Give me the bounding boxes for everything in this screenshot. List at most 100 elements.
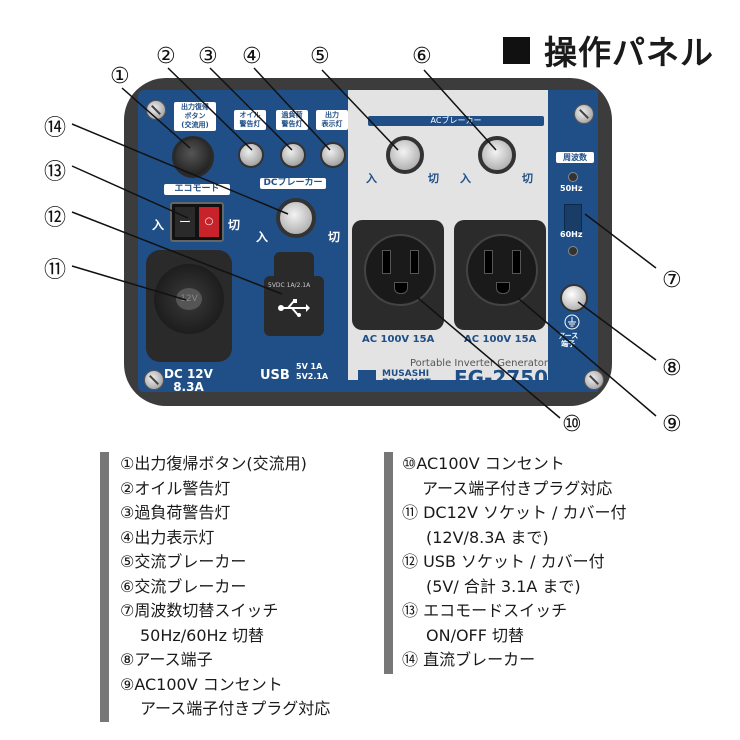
line-13: [71, 165, 189, 219]
reset-button[interactable]: [172, 136, 214, 178]
ac1-on-label: 入: [366, 172, 377, 185]
legend-right: ⑩AC100V コンセント アース端子付きプラグ対応 ⑪ DC12V ソケット …: [402, 452, 627, 673]
legend-item: アース端子付きプラグ対応: [422, 478, 613, 498]
ac-outlet-1[interactable]: [352, 220, 444, 330]
reset-button-label: 出力復帰 ボタン (交流用): [174, 102, 216, 131]
callout-10: ⑩: [562, 412, 582, 437]
legend-item: ⑧アース端子: [120, 650, 213, 669]
usb-cover[interactable]: 5VDC 1A/2.1A: [264, 276, 324, 336]
outlet-slot: [512, 250, 521, 274]
output-lamp-label: 出力 表示灯: [316, 110, 348, 130]
frequency-switch[interactable]: [564, 204, 582, 232]
control-panel: 出力復帰 ボタン (交流用) オイル 警告灯 過負荷 警告灯 出力 表示灯 エコ…: [124, 78, 612, 406]
legend-item: ⑨AC100V コンセント: [120, 674, 283, 694]
ac-breaker-2[interactable]: [478, 136, 516, 174]
line-11: [71, 265, 187, 301]
legend-item: ⑩AC100V コンセント: [402, 454, 565, 473]
dc-socket[interactable]: 12V: [154, 264, 224, 334]
ac-outlet-2[interactable]: [454, 220, 546, 330]
brand-line1: MUSASHI: [382, 369, 430, 379]
outlet2-label: AC 100V 15A: [464, 334, 537, 345]
line-1: [121, 87, 191, 149]
eco-mode-switch[interactable]: ー ○: [170, 202, 224, 242]
ac-breaker-1[interactable]: [386, 136, 424, 174]
dc-breaker-off-label: 切: [328, 230, 341, 244]
title-square-icon: [503, 36, 530, 64]
callout-6: ⑥: [412, 44, 432, 69]
eco-on-label: 入: [152, 218, 165, 232]
legend-item: ⑫ USB ソケット / カバー付: [402, 552, 605, 571]
callout-12: ⑫: [44, 206, 67, 231]
earth-terminal[interactable]: [560, 284, 588, 312]
eco-off-side: ○: [199, 207, 219, 237]
outlet-slot: [484, 250, 493, 274]
hz50-indicator: [568, 172, 578, 182]
callout-3: ③: [198, 44, 218, 69]
legend-item: ④出力表示灯: [120, 527, 215, 547]
output-indicator-lamp: [320, 142, 346, 168]
outlet-ground: [496, 282, 510, 294]
eco-off-label: 切: [228, 218, 241, 232]
callout-13: ⑬: [44, 160, 67, 185]
callout-2: ②: [156, 44, 176, 69]
screw-icon: [584, 370, 604, 390]
legend-item: ⑦周波数切替スイッチ: [120, 601, 279, 620]
line-14: [71, 123, 289, 215]
ac2-off-label: 切: [522, 172, 533, 185]
callout-14: ⑭: [44, 116, 67, 141]
outlet-face: [466, 234, 538, 306]
callout-7: ⑦: [662, 268, 682, 293]
dc-breaker[interactable]: [276, 198, 316, 238]
legend-item: (12V/8.3A まで): [426, 527, 549, 547]
hz50-label: 50Hz: [560, 184, 583, 193]
legend-item: ①出力復帰ボタン(交流用): [120, 454, 307, 473]
earth-label: アース 端子: [558, 332, 579, 348]
hz60-indicator: [568, 246, 578, 256]
ac2-on-label: 入: [460, 172, 471, 185]
legend-item: ③過負荷警告灯: [120, 503, 231, 522]
outlet-slot: [410, 250, 419, 274]
legend-item: ⑭ 直流ブレーカー: [402, 650, 536, 669]
line-2: [167, 67, 253, 151]
eco-mode-label: エコモード: [164, 184, 230, 195]
outlet-face: [364, 234, 436, 306]
line-7: [584, 213, 657, 269]
legend-item: ⑪ DC12V ソケット / カバー付: [402, 503, 627, 522]
line-10: [417, 297, 561, 419]
earth-icon: [564, 314, 580, 330]
line-12: [71, 211, 283, 295]
panel-right-blue: [548, 90, 598, 392]
callout-8: ⑧: [662, 356, 682, 381]
legend-left-bar: [100, 452, 109, 722]
screw-icon: [144, 370, 164, 390]
overload-warning-lamp: [280, 142, 306, 168]
freq-label: 周波数: [556, 152, 594, 163]
legend-item: 50Hz/60Hz 切替: [140, 625, 265, 645]
model-name: EG-2750i: [454, 366, 555, 390]
usb-label: USB: [260, 368, 290, 383]
outlet-ground: [394, 282, 408, 294]
line-3: [209, 67, 293, 151]
dc-label: DC 12V 8.3A: [164, 367, 213, 394]
line-9: [517, 297, 657, 417]
title-text: 操作パネル: [544, 33, 714, 72]
brand-line2: PRODUCT: [382, 378, 431, 388]
legend-item: ②オイル警告灯: [120, 478, 231, 498]
page-title: 操作パネル: [503, 26, 714, 74]
legend-item: ⑤交流ブレーカー: [120, 552, 247, 571]
legend-item: アース端子付きプラグ対応: [140, 699, 331, 718]
legend-right-bar: [384, 452, 393, 674]
callout-9: ⑨: [662, 412, 682, 437]
callout-5: ⑤: [310, 44, 330, 69]
screw-icon: [574, 104, 594, 124]
line-5: [321, 69, 399, 151]
brand-logo: [358, 370, 376, 388]
brand-name: MUSASHI PRODUCT: [382, 370, 431, 388]
dc-breaker-on-label: 入: [256, 230, 269, 244]
dc-socket-center: 12V: [176, 288, 202, 310]
legend-item: ON/OFF 切替: [426, 625, 525, 645]
legend-item: (5V/ 合計 3.1A まで): [426, 576, 581, 596]
hz60-label: 60Hz: [560, 230, 583, 239]
outlet1-label: AC 100V 15A: [362, 334, 435, 345]
